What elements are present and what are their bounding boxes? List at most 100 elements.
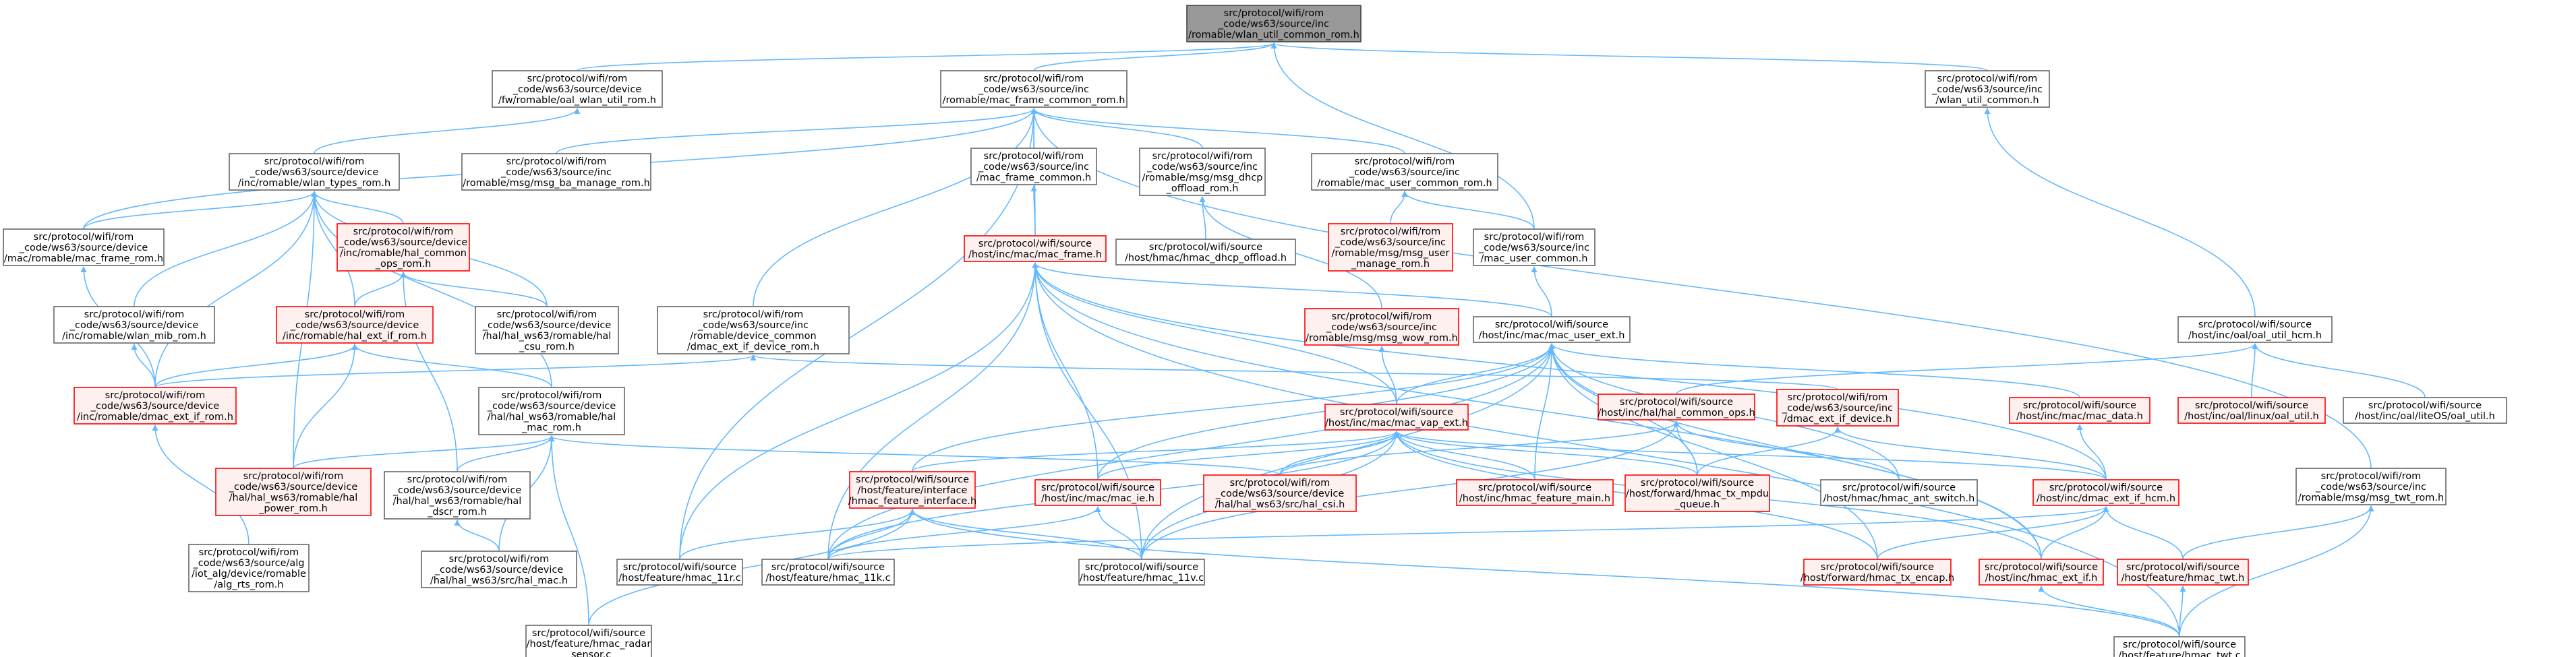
node-hmac-dhcp-offload[interactable]: src/protocol/wifi/source/host/hmac/hmac_…	[1115, 239, 1296, 265]
node-label-line: _code/ws63/source/device	[487, 401, 616, 412]
node-msg-ba-manage-rom[interactable]: src/protocol/wifi/rom_code/ws63/source/i…	[461, 153, 651, 191]
node-hmac-twt-h[interactable]: src/protocol/wifi/source/host/feature/hm…	[2117, 559, 2249, 586]
node-liteos-oal-util[interactable]: src/protocol/wifi/source/host/inc/oal/li…	[2343, 397, 2507, 424]
node-mac-frame-common-rom[interactable]: src/protocol/wifi/rom_code/ws63/source/i…	[940, 70, 1128, 108]
node-hal-mac-rom[interactable]: src/protocol/wifi/rom_code/ws63/source/d…	[478, 387, 625, 435]
node-wlan-types-rom[interactable]: src/protocol/wifi/rom_code/ws63/source/d…	[229, 153, 400, 191]
node-label-line: /host/feature/interface	[858, 485, 968, 496]
node-box	[1311, 153, 1498, 191]
node-hmac-tx-encap[interactable]: src/protocol/wifi/source/host/forward/hm…	[1801, 559, 1954, 586]
node-hal-csi[interactable]: src/protocol/wifi/rom_code/ws63/source/d…	[1203, 474, 1357, 512]
node-label-line: src/protocol/wifi/rom	[1332, 311, 1432, 322]
node-dmac-ext-if-hcm[interactable]: src/protocol/wifi/source/host/inc/dmac_e…	[2032, 479, 2179, 506]
node-hmac-11v[interactable]: src/protocol/wifi/source/host/feature/hm…	[1078, 559, 1205, 586]
node-hmac-feature-interface[interactable]: src/protocol/wifi/source/host/feature/in…	[848, 471, 976, 509]
node-label-line: /inc/romable/hal_ext_if_rom.h	[283, 331, 427, 342]
node-hmac-feature-main[interactable]: src/protocol/wifi/source/host/inc/hmac_f…	[1456, 479, 1614, 506]
node-root[interactable]: src/protocol/wifi/rom_code/ws63/source/i…	[1186, 5, 1362, 42]
edge-hmac-feature-interface-to-mac-user-ext	[912, 343, 1555, 472]
node-oal-wlan-util-rom[interactable]: src/protocol/wifi/rom_code/ws63/source/d…	[492, 70, 663, 108]
node-msg-dhcp-offload-rom[interactable]: src/protocol/wifi/rom_code/ws63/source/i…	[1139, 148, 1266, 196]
node-label-line: /romable/mac_frame_common_rom.h	[943, 95, 1125, 106]
node-box	[525, 625, 652, 657]
node-box	[1624, 474, 1770, 512]
node-box	[1803, 559, 1952, 586]
node-hal-csu-rom[interactable]: src/protocol/wifi/rom_code/ws63/source/d…	[475, 306, 619, 354]
edge-hal-dscr-rom-to-hal-mac-rom	[457, 435, 555, 472]
node-msg-wow-rom[interactable]: src/protocol/wifi/rom_code/ws63/source/i…	[1304, 308, 1459, 346]
node-hal-dscr-rom[interactable]: src/protocol/wifi/rom_code/ws63/source/d…	[384, 471, 531, 520]
node-label-line: src/protocol/wifi/source	[2195, 400, 2308, 411]
node-alg-rts-rom[interactable]: src/protocol/wifi/rom_code/ws63/source/a…	[188, 544, 310, 592]
node-box	[2032, 479, 2179, 506]
node-box	[74, 387, 237, 425]
node-box	[421, 551, 577, 588]
edge-hal-common-ops-to-oal-util-hcm	[1676, 343, 2258, 395]
node-box	[1456, 479, 1614, 506]
node-label-line: /dmac_ext_if_device_rom.h	[687, 342, 819, 352]
node-mac-user-common-rom[interactable]: src/protocol/wifi/rom_code/ws63/source/i…	[1311, 153, 1498, 191]
node-box	[940, 70, 1128, 108]
node-hmac-ant-switch[interactable]: src/protocol/wifi/source/host/hmac/hmac_…	[1820, 479, 1978, 506]
node-mac-vap-ext[interactable]: src/protocol/wifi/source/host/inc/mac/ma…	[1324, 404, 1469, 431]
node-hmac-11r[interactable]: src/protocol/wifi/source/host/feature/hm…	[616, 559, 743, 586]
node-box	[1324, 404, 1469, 431]
node-hmac-twt-c[interactable]: src/protocol/wifi/source/host/feature/hm…	[2113, 636, 2246, 657]
edge-hal-csu-rom-to-hal-common-ops-rom	[400, 272, 548, 307]
node-label-line: /hmac_feature_interface.h	[848, 496, 976, 507]
node-mac-user-common[interactable]: src/protocol/wifi/rom_code/ws63/source/i…	[1473, 228, 1596, 266]
edge-hmac-feature-main-to-mac-vap-ext	[1393, 431, 1535, 480]
edge-hmac-feature-interface-to-mac-vap-ext	[912, 431, 1400, 472]
node-label-line: /host/inc/mac/mac_user_ext.h	[1479, 330, 1625, 341]
node-label-line: _sensor.c	[566, 650, 612, 657]
node-mac-data[interactable]: src/protocol/wifi/source/host/inc/mac/ma…	[2009, 397, 2150, 424]
node-oal-util-hcm[interactable]: src/protocol/wifi/source/host/inc/oal/oa…	[2177, 316, 2333, 343]
node-hmac-radar-sensor[interactable]: src/protocol/wifi/source/host/feature/hm…	[525, 625, 652, 657]
node-label-line: src/protocol/wifi/source	[978, 239, 1092, 249]
node-box	[1034, 479, 1161, 506]
node-wlan-util-common[interactable]: src/protocol/wifi/rom_code/ws63/source/i…	[1925, 70, 2050, 108]
node-mac-frame-common[interactable]: src/protocol/wifi/rom_code/ws63/source/i…	[970, 148, 1097, 185]
node-box	[1820, 479, 1978, 506]
edge-hmac-twt-c-to-hmac-twt-h	[2179, 586, 2186, 637]
node-label-line: src/protocol/wifi/source	[1149, 242, 1262, 253]
node-msg-twt-rom[interactable]: src/protocol/wifi/rom_code/ws63/source/i…	[2295, 468, 2447, 505]
edge-mac-frame-common-rom-to-root	[1033, 42, 1277, 71]
node-hal-ext-if-rom[interactable]: src/protocol/wifi/rom_code/ws63/source/d…	[276, 306, 434, 344]
edge-mac-vap-ext-to-mac-frame-h	[1032, 262, 1397, 405]
node-label-line: /host/inc/mac/mac_data.h	[2016, 411, 2143, 422]
node-label-line: /host/inc/dmac_ext_if_hcm.h	[2037, 493, 2175, 504]
node-label-line: src/protocol/wifi/rom	[1355, 156, 1455, 167]
edge-hal-mac-h-to-hal-dscr-rom	[454, 520, 500, 552]
node-label-line: src/protocol/wifi/source	[1085, 562, 1198, 573]
node-linux-oal-util[interactable]: src/protocol/wifi/source/host/inc/oal/li…	[2177, 397, 2326, 424]
node-hal-common-ops[interactable]: src/protocol/wifi/source/host/inc/hal/ha…	[1598, 394, 1755, 420]
node-label-line: src/protocol/wifi/source	[1821, 562, 1934, 573]
node-dmac-ext-if-device-rom[interactable]: src/protocol/wifi/rom_code/ws63/source/i…	[657, 306, 850, 354]
node-mac-frame-rom[interactable]: src/protocol/wifi/rom_code/ws63/source/d…	[3, 228, 165, 266]
node-label-line: /host/inc/hmac_feature_main.h	[1459, 493, 1610, 504]
node-msg-user-manage-rom[interactable]: src/protocol/wifi/rom_code/ws63/source/i…	[1328, 223, 1453, 272]
node-hal-mac-h[interactable]: src/protocol/wifi/rom_code/ws63/source/d…	[421, 551, 577, 588]
node-hmac-ext-if[interactable]: src/protocol/wifi/source/host/inc/hmac_e…	[1979, 559, 2104, 586]
node-mac-frame-h[interactable]: src/protocol/wifi/source/host/inc/mac/ma…	[964, 235, 1107, 262]
node-label-line: /host/forward/hmac_tx_encap.h	[1801, 573, 1954, 584]
node-hal-common-ops-rom[interactable]: src/protocol/wifi/rom_code/ws63/source/d…	[336, 223, 470, 272]
node-dmac-ext-if-device[interactable]: src/protocol/wifi/rom_code/ws63/source/i…	[1776, 389, 1899, 427]
edge-hal-common-ops-rom-to-wlan-types-rom	[311, 191, 404, 224]
node-wlan-mib-rom[interactable]: src/protocol/wifi/rom_code/ws63/source/d…	[53, 306, 215, 344]
node-box	[1473, 228, 1596, 266]
node-hal-power-rom[interactable]: src/protocol/wifi/rom_code/ws63/source/d…	[215, 468, 372, 516]
node-mac-user-ext[interactable]: src/protocol/wifi/source/host/inc/mac/ma…	[1473, 316, 1631, 343]
node-hmac-tx-mpdu-queue[interactable]: src/protocol/wifi/source/host/forward/hm…	[1624, 474, 1770, 512]
node-label-line: _code/ws63/source/device	[482, 320, 612, 331]
node-hmac-11k[interactable]: src/protocol/wifi/source/host/feature/hm…	[761, 559, 895, 586]
node-mac-ie[interactable]: src/protocol/wifi/source/host/inc/mac/ma…	[1034, 479, 1161, 506]
node-box	[384, 471, 531, 520]
node-label-line: src/protocol/wifi/source	[1041, 482, 1154, 493]
node-label-line: /hal/hal_ws63/romable/hal	[488, 412, 616, 423]
node-dmac-ext-if-rom[interactable]: src/protocol/wifi/rom_code/ws63/source/d…	[74, 387, 237, 425]
edge-hmac-11r-to-hmac-feature-interface	[679, 509, 916, 560]
node-label-line: src/protocol/wifi/source	[1985, 562, 2098, 573]
edge-liteos-oal-util-to-oal-util-hcm	[2252, 343, 2426, 398]
